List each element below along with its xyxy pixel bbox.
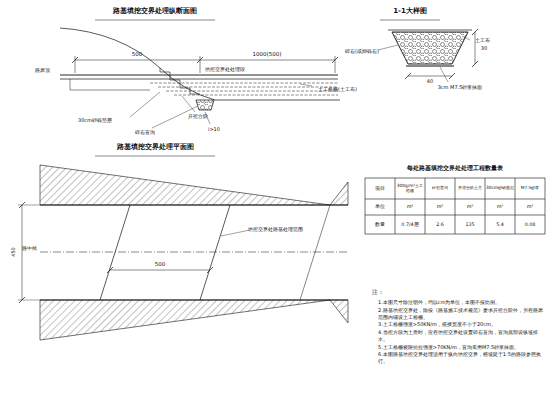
drawing-label: 500 bbox=[155, 261, 166, 268]
drawing-label: 2.路基填挖交界处，除按《路基施工技术规范》要求开挖台阶外，另在路床范围内铺设土… bbox=[378, 307, 546, 321]
drawing-label: 30cm砂砾垫层 bbox=[486, 186, 515, 191]
drawing-label: 40 bbox=[427, 78, 433, 84]
drawing-label: 注： bbox=[372, 288, 384, 295]
drawing-label: 450 bbox=[10, 247, 16, 257]
quantity-table bbox=[365, 178, 545, 234]
drawing-label: 单位 bbox=[375, 204, 385, 210]
drawing-label: m³ bbox=[497, 204, 504, 210]
drawing-label: 1.本图尺寸除注明外，均以cm为单位，本图不按比例。 bbox=[378, 299, 546, 306]
drawing-label: i>10 bbox=[208, 126, 220, 132]
drawing-label: 填挖交界处路基处理范围 bbox=[248, 226, 303, 232]
drawing-label: m³ bbox=[467, 204, 474, 210]
drawing-label: 路中线 bbox=[22, 245, 37, 251]
drawing-label: M7.5砂浆 bbox=[516, 186, 545, 191]
drawing-label: 土工布 bbox=[475, 37, 490, 43]
drawing-label: 路基填挖交界处理平面图 bbox=[117, 143, 194, 151]
drawing-label: 数量 bbox=[375, 222, 385, 228]
drawing-label: 2.6 bbox=[436, 222, 444, 228]
drawing-label: 0.7/4层 bbox=[401, 222, 418, 228]
drawing-label: 1000(500) bbox=[253, 51, 282, 58]
drawing-label: 1-1大样图 bbox=[393, 7, 427, 15]
drawing-label: 路基填挖交界处理纵断面图 bbox=[113, 7, 197, 15]
drawing-label: 30 bbox=[481, 45, 487, 51]
drawing-label: 500 bbox=[132, 51, 143, 58]
drawing-label: 5.4 bbox=[496, 222, 504, 228]
drawing-label: 135 bbox=[465, 222, 474, 228]
drawing-label: 0.08 bbox=[525, 222, 536, 228]
drawing-label: 路床顶 bbox=[35, 67, 50, 73]
drawing-label: 6.本图路基填挖交界处理适用于纵向填挖交界，横坡陡于1:5的路段参照执行。 bbox=[378, 351, 546, 365]
drawing-label: 3cm M7.5砂浆抹面 bbox=[438, 84, 483, 90]
drawing-label: 5.土工格栅极限抗拉强度>70KN/m，盲沟采用M7.5砂浆抹面。 bbox=[378, 344, 546, 351]
drawing-label: 填挖交界处处理段 bbox=[205, 66, 245, 72]
drawing-label: 每处路基填挖交界处处理工程数量表 bbox=[407, 164, 503, 171]
drawing-label: 300g/m²土工格栅 bbox=[396, 184, 425, 194]
drawing-label: m³ bbox=[437, 204, 444, 210]
drawing-label: 3.土工格栅强度>50KN/m，搭接宽度不小于20cm。 bbox=[378, 321, 546, 328]
drawing-label: m² bbox=[407, 204, 414, 210]
drawing-label: 碎石盲沟 bbox=[135, 129, 155, 135]
drawing-label: m³ bbox=[527, 204, 534, 210]
drawing-label: 土工格栅(土工布) bbox=[318, 86, 357, 92]
drawing-label: 项目 bbox=[366, 186, 394, 192]
drawing-label: 开挖台阶土方 bbox=[456, 186, 485, 191]
detail-1-1 bbox=[378, 20, 478, 82]
drawing-label: 开挖台阶 bbox=[188, 113, 208, 119]
drawing-label: 碎石(或卵砾石) bbox=[345, 48, 379, 54]
drawing-label: 30cm砂砾垫层 bbox=[78, 117, 112, 123]
profile-section bbox=[60, 20, 340, 128]
drawing-label: 碎石盲沟 bbox=[426, 186, 455, 191]
plan-view bbox=[18, 156, 348, 340]
drawing-label: 4.当挖方段为土质时，应在填挖交界处设置碎石盲沟，盲沟底部设纵坡排水。 bbox=[378, 329, 546, 343]
